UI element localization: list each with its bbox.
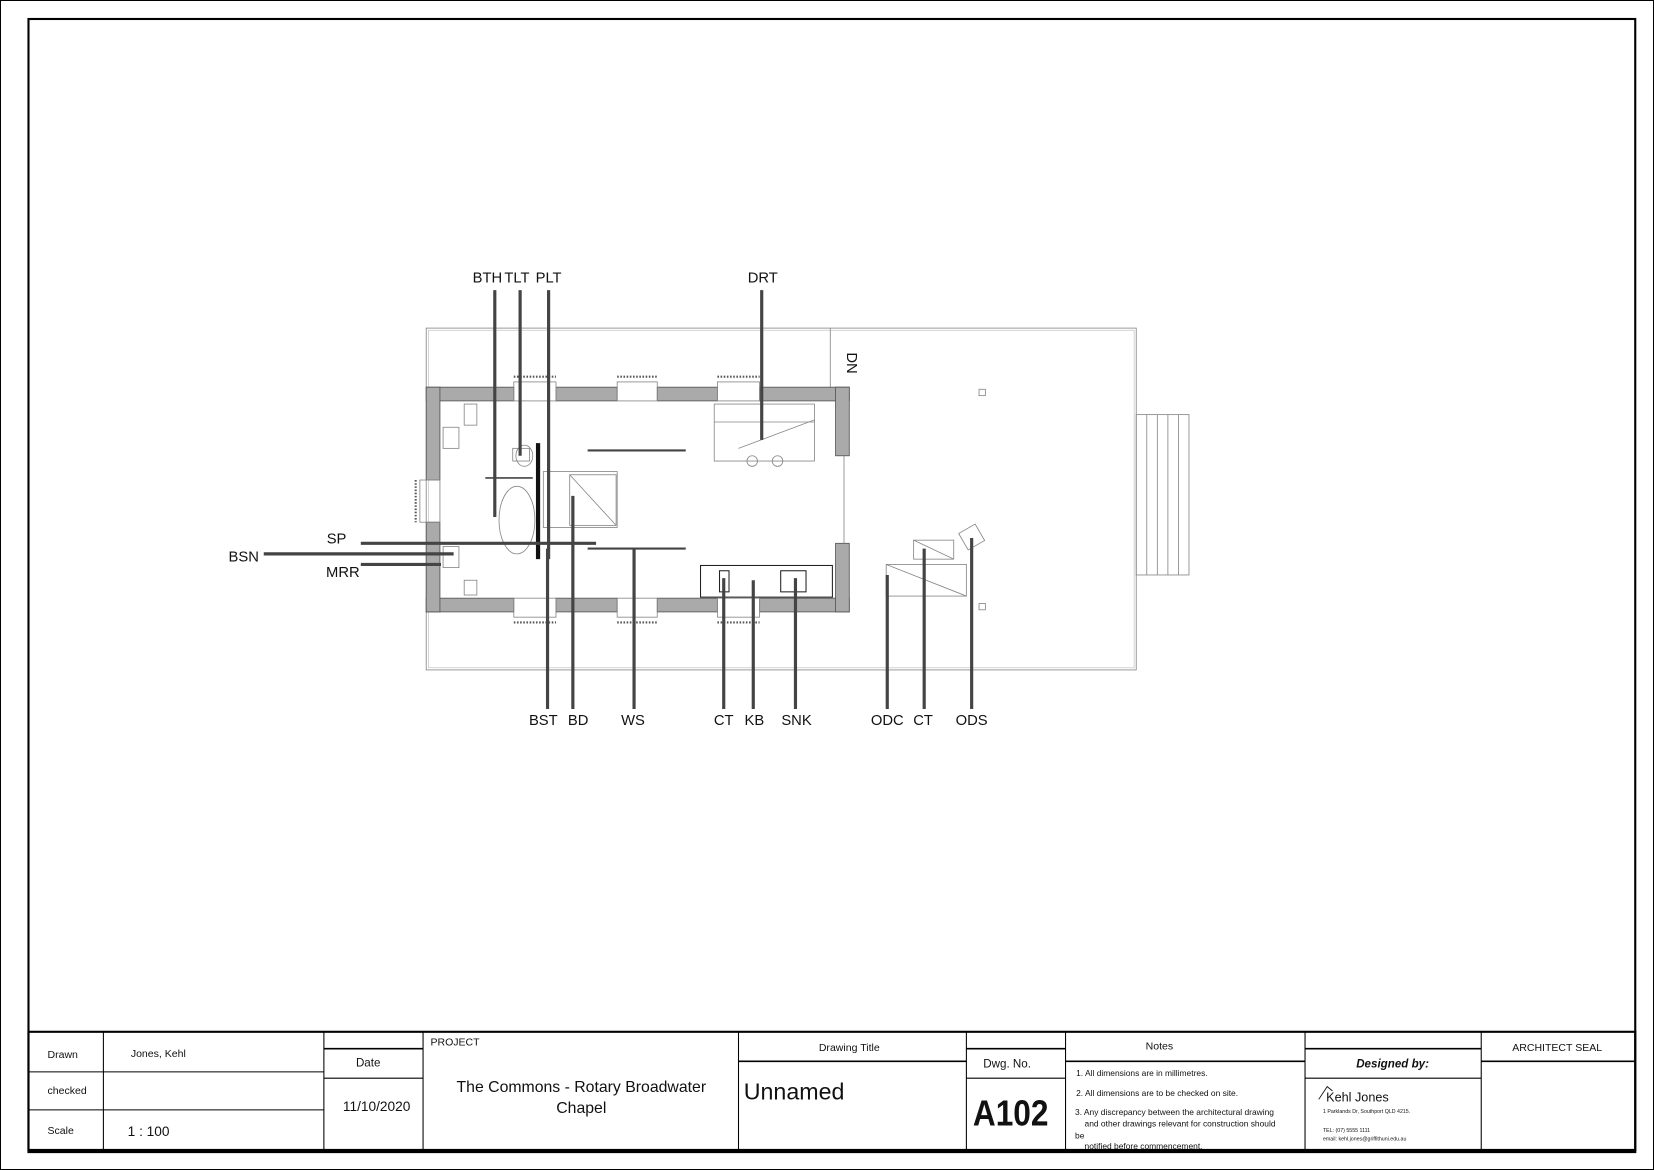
label-bed: BD bbox=[568, 713, 589, 729]
scale-value: 1 : 100 bbox=[128, 1124, 170, 1139]
post bbox=[978, 388, 986, 397]
label-kb: KB bbox=[744, 713, 764, 729]
title-block bbox=[27, 1030, 1637, 1152]
label-sink: SNK bbox=[781, 713, 812, 729]
note-1: 1. All dimensions are in millimetres. bbox=[1076, 1068, 1208, 1078]
date-label: Date bbox=[356, 1057, 381, 1070]
note-3-line3: be bbox=[1075, 1130, 1085, 1140]
project-name-line2: Chapel bbox=[556, 1100, 606, 1117]
drawing-frame bbox=[27, 17, 1637, 1154]
post bbox=[978, 603, 986, 611]
drawing-title-value: Unnamed bbox=[744, 1078, 845, 1104]
date-value: 11/10/2020 bbox=[343, 1099, 411, 1114]
deck-outline bbox=[425, 327, 1137, 671]
label-toilet: TLT bbox=[504, 271, 529, 287]
drawing-title-label: Drawing Title bbox=[819, 1042, 880, 1054]
kitchen-bench bbox=[699, 564, 833, 598]
designer-logo-icon bbox=[1318, 1086, 1333, 1100]
dwg-no-value: A102 bbox=[973, 1094, 1049, 1135]
designed-by-label: Designed by: bbox=[1356, 1058, 1429, 1071]
notes-label: Notes bbox=[1146, 1041, 1174, 1053]
label-ods: ODS bbox=[956, 713, 988, 729]
scale-label: Scale bbox=[47, 1125, 73, 1137]
label-odc: ODC bbox=[871, 713, 904, 729]
checked-label: checked bbox=[47, 1085, 86, 1097]
floor-plan: DN bbox=[229, 271, 1190, 729]
label-drt: DRT bbox=[748, 271, 778, 287]
architect-seal-label: ARCHITECT SEAL bbox=[1512, 1042, 1602, 1054]
designer-tel: TEL: (07) 5555 1111 bbox=[1323, 1128, 1370, 1134]
note-3-line4: notified before commencement. bbox=[1085, 1141, 1203, 1151]
walls bbox=[425, 386, 850, 613]
label-ws: WS bbox=[621, 713, 645, 729]
label-bath: BTH bbox=[473, 271, 503, 287]
dwg-no-label: Dwg. No. bbox=[983, 1058, 1031, 1071]
dn-label: DN bbox=[843, 352, 859, 373]
label-bst: BST bbox=[529, 713, 558, 729]
drawn-label: Drawn bbox=[47, 1049, 78, 1061]
sink bbox=[780, 570, 807, 593]
note-2: 2. All dimensions are to be checked on s… bbox=[1076, 1088, 1238, 1098]
drawn-value: Jones, Kehl bbox=[131, 1048, 186, 1060]
note-3-line1: 3. Any discrepancy between the architect… bbox=[1075, 1107, 1274, 1117]
label-sp: SP bbox=[327, 531, 347, 547]
label-plt: PLT bbox=[536, 271, 562, 287]
designer-email: email: kehl.jones@griffithuni.edu.au bbox=[1323, 1136, 1406, 1142]
project-label: PROJECT bbox=[430, 1037, 480, 1049]
label-ct-outdoor: CT bbox=[913, 713, 933, 729]
label-ct: CT bbox=[714, 713, 734, 729]
note-3-line2: and other drawings relevant for construc… bbox=[1085, 1119, 1276, 1129]
label-mirror: MRR bbox=[326, 565, 360, 581]
stairs bbox=[1135, 414, 1190, 576]
project-name-line1: The Commons - Rotary Broadwater bbox=[457, 1079, 707, 1096]
windows bbox=[414, 375, 760, 624]
designer-address: 1 Parklands Dr, Southport QLD 4215. bbox=[1323, 1109, 1410, 1115]
label-basin: BSN bbox=[229, 549, 259, 565]
designer-name: Kehl Jones bbox=[1326, 1090, 1389, 1104]
label-leaders bbox=[263, 290, 974, 709]
